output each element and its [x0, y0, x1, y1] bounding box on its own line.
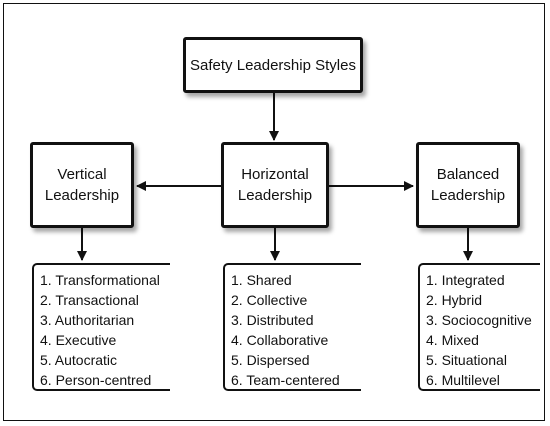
list-item: 2. Hybrid: [426, 292, 483, 308]
balanced-leadership-label: Balanced Leadership: [430, 166, 506, 204]
horizontal-leadership-box: Horizontal Leadership: [221, 142, 329, 228]
balanced-leadership-list: 1. Integrated 2. Hybrid 3. Sociocognitiv…: [418, 263, 540, 391]
list-item: 6. Person-centred: [40, 372, 152, 388]
list-item: 6. Team-centered: [231, 372, 340, 388]
list-item: 3. Sociocognitive: [426, 312, 532, 328]
list-item: 2. Transactional: [40, 292, 139, 308]
list-item: 3. Distributed: [231, 312, 314, 328]
list-item: 3. Authoritarian: [40, 312, 135, 328]
vertical-leadership-list: 1. Transformational 2. Transactional 3. …: [32, 263, 170, 391]
list-item: 1. Transformational: [40, 272, 160, 288]
list-item: 1. Shared: [231, 272, 292, 288]
horizontal-leadership-list: 1. Shared 2. Collective 3. Distributed 4…: [223, 263, 361, 391]
list-item: 4. Executive: [40, 332, 117, 348]
vertical-leadership-box: Vertical Leadership: [30, 142, 134, 228]
safety-leadership-styles-label: Safety Leadership Styles: [190, 56, 356, 74]
list-item: 2. Collective: [231, 292, 308, 308]
diagram-frame: [3, 3, 545, 421]
list-item: 5. Dispersed: [231, 352, 310, 368]
list-item: 5. Situational: [426, 352, 507, 368]
horizontal-leadership-label: Horizontal Leadership: [237, 166, 313, 204]
list-item: 4. Mixed: [426, 332, 479, 348]
list-item: 5. Autocratic: [40, 352, 118, 368]
balanced-leadership-box: Balanced Leadership: [416, 142, 520, 228]
safety-leadership-styles-box: Safety Leadership Styles: [183, 37, 363, 93]
list-item: 1. Integrated: [426, 272, 505, 288]
list-item: 6. Multilevel: [426, 372, 500, 388]
vertical-leadership-label: Vertical Leadership: [44, 166, 120, 204]
list-item: 4. Collaborative: [231, 332, 329, 348]
